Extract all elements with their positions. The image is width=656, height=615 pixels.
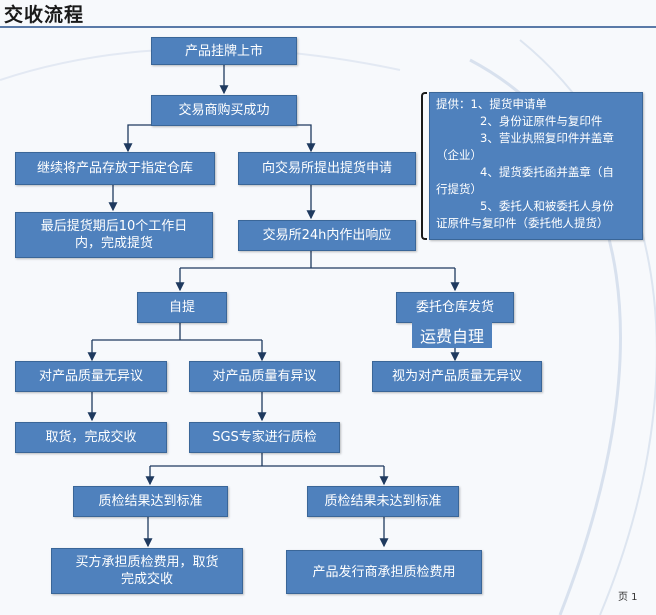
node-issuer-pays: 产品发行商承担质检费用 xyxy=(286,550,482,594)
page-number: 页 1 xyxy=(618,592,638,603)
node-no-objection: 对产品质量无异议 xyxy=(15,361,167,392)
node-deadline: 最后提货期后10个工作日内，完成提货 xyxy=(15,212,213,258)
page-title: 交收流程 xyxy=(4,4,85,26)
requirements-panel: 提供：1、提货申请单 2、身份证原件与复印件 3、营业执照复印件并盖章 （企业）… xyxy=(429,92,643,240)
node-listing: 产品挂牌上市 xyxy=(151,37,297,65)
req-line-8: 证原件与复印件（委托他人提货） xyxy=(436,216,609,230)
req-line-7: 5、委托人和被委托人身份 xyxy=(480,199,614,213)
arrow-purchase-store xyxy=(123,124,152,153)
node-apply: 向交易所提出提货申请 xyxy=(238,152,416,185)
arrow-purchase-apply xyxy=(296,124,316,153)
requirements-bracket xyxy=(421,92,427,240)
node-objection: 对产品质量有异议 xyxy=(189,361,340,392)
node-deemed-no-objection: 视为对产品质量无异议 xyxy=(372,361,542,392)
node-self-pickup: 自提 xyxy=(137,292,227,323)
req-line-2: 2、身份证原件与复印件 xyxy=(480,114,603,128)
node-warehouse-ship: 委托仓库发货 xyxy=(396,292,514,323)
req-line-5: 4、提货委托函并盖章（自 xyxy=(480,165,614,179)
freight-label: 运费自理 xyxy=(412,322,492,348)
req-line-3: 3、营业执照复印件并盖章 xyxy=(480,131,614,145)
req-line-1: 提供：1、提货申请单 xyxy=(436,97,547,111)
node-sgs: SGS专家进行质检 xyxy=(189,422,340,453)
req-line-4: （企业） xyxy=(436,148,482,162)
req-line-6: 行提货） xyxy=(436,182,482,196)
node-buyer-pays: 买方承担质检费用，取货完成交收 xyxy=(51,548,243,594)
node-purchase: 交易商购买成功 xyxy=(151,95,297,126)
node-fail: 质检结果未达到标准 xyxy=(307,486,459,517)
node-collect: 取货，完成交收 xyxy=(15,422,167,453)
title-divider xyxy=(0,26,656,28)
node-respond: 交易所24h内作出响应 xyxy=(238,220,416,251)
node-pass: 质检结果达到标准 xyxy=(73,486,228,517)
node-store: 继续将产品存放于指定仓库 xyxy=(15,152,215,185)
